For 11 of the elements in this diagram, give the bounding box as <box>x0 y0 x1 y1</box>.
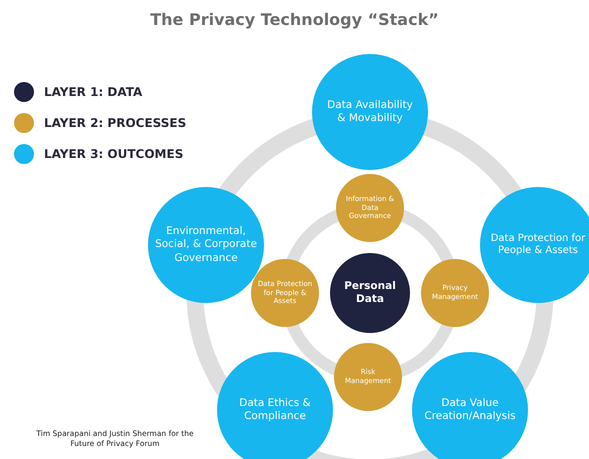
node-label: Data Availability & Movability <box>326 98 414 126</box>
node-label: Data Ethics & Compliance <box>238 396 312 424</box>
node-label: Data Value Creation/Analysis <box>423 396 517 424</box>
diagram-title: The Privacy Technology “Stack” <box>149 10 440 29</box>
node-label: Data Protection for People & Assets <box>490 232 586 258</box>
node-label: Environmental, Social, & Corporate Governance <box>154 225 258 265</box>
legend-label: LAYER 2: PROCESSES <box>44 116 186 130</box>
legend-label: LAYER 1: DATA <box>44 85 142 99</box>
circle-node <box>217 352 333 459</box>
legend-label: LAYER 3: OUTCOMES <box>44 147 184 161</box>
node-label: Personal Data <box>343 280 397 306</box>
